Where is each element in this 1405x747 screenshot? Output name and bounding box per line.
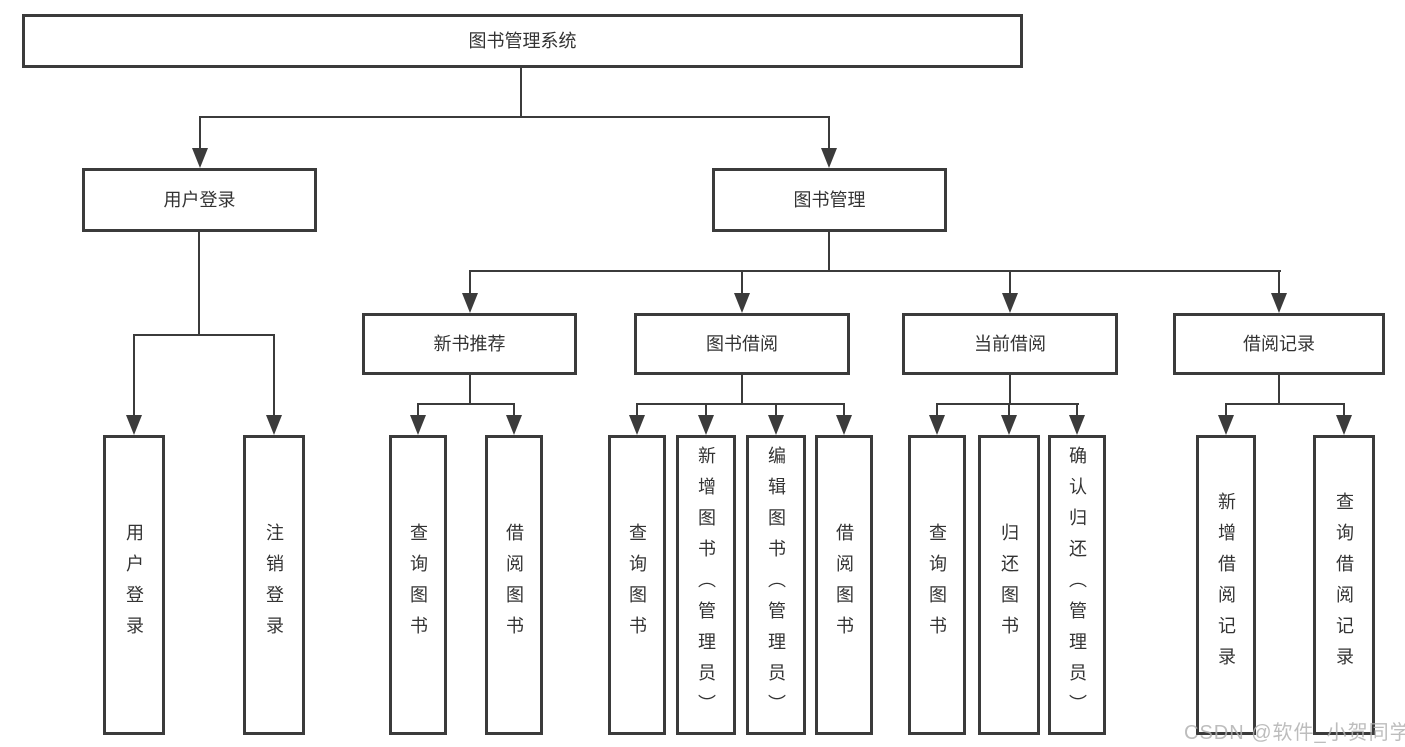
connector-line: [636, 403, 845, 405]
connector-line: [1009, 270, 1011, 296]
leaf-edit-books-admin: 编辑图书（管理员）: [746, 435, 806, 735]
connector-line: [273, 334, 275, 417]
leaf-add-borrow-record: 新增借阅记录: [1196, 435, 1256, 735]
leaf-label: 查询借阅记录: [1334, 492, 1354, 678]
connector-line: [1343, 403, 1345, 417]
arrowhead-down-icon: [266, 415, 282, 435]
leaf-query-books-borrowing: 查询图书: [608, 435, 666, 735]
connector-line: [741, 270, 743, 296]
connector-line: [936, 403, 1079, 405]
arrowhead-down-icon: [1271, 293, 1287, 313]
arrowhead-down-icon: [126, 415, 142, 435]
arrowhead-down-icon: [768, 415, 784, 435]
node-user-login-branch: 用户登录: [82, 168, 317, 232]
leaf-label: 新增图书（管理员）: [696, 445, 716, 725]
leaf-label: 编辑图书（管理员）: [766, 445, 786, 725]
connector-line: [636, 403, 638, 417]
connector-line: [199, 116, 830, 118]
leaf-label: 确认归还（管理员）: [1067, 445, 1087, 725]
leaf-label: 查询图书: [408, 523, 428, 647]
arrowhead-down-icon: [1336, 415, 1352, 435]
arrowhead-down-icon: [462, 293, 478, 313]
connector-line: [1225, 403, 1345, 405]
leaf-borrow-books-recommend: 借阅图书: [485, 435, 543, 735]
connector-line: [741, 375, 743, 405]
connector-line: [417, 403, 515, 405]
arrowhead-down-icon: [192, 148, 208, 168]
node-label: 图书管理系统: [468, 31, 577, 51]
connector-line: [469, 270, 1281, 272]
connector-line: [198, 232, 200, 336]
node-book-management-branch: 图书管理: [712, 168, 947, 232]
node-new-book-recommend: 新书推荐: [362, 313, 577, 375]
leaf-query-borrow-record: 查询借阅记录: [1313, 435, 1375, 735]
arrowhead-down-icon: [410, 415, 426, 435]
connector-line: [775, 403, 777, 417]
arrowhead-down-icon: [821, 148, 837, 168]
leaf-query-books-recommend: 查询图书: [389, 435, 447, 735]
arrowhead-down-icon: [698, 415, 714, 435]
leaf-label: 查询图书: [927, 523, 947, 647]
leaf-borrow-books-borrowing: 借阅图书: [815, 435, 873, 735]
arrowhead-down-icon: [1218, 415, 1234, 435]
node-book-borrowing: 图书借阅: [634, 313, 850, 375]
leaf-add-books-admin: 新增图书（管理员）: [676, 435, 736, 735]
connector-line: [469, 375, 471, 405]
leaf-confirm-return-admin: 确认归还（管理员）: [1048, 435, 1106, 735]
connector-line: [199, 116, 201, 152]
arrowhead-down-icon: [734, 293, 750, 313]
connector-line: [513, 403, 515, 417]
leaf-return-books: 归还图书: [978, 435, 1040, 735]
connector-line: [1225, 403, 1227, 417]
leaf-logout: 注销登录: [243, 435, 305, 735]
node-label: 图书管理: [793, 190, 866, 210]
node-label: 图书借阅: [706, 334, 778, 354]
arrowhead-down-icon: [929, 415, 945, 435]
connector-line: [1008, 403, 1010, 417]
node-label: 新书推荐: [433, 334, 506, 354]
leaf-query-books-current: 查询图书: [908, 435, 966, 735]
leaf-label: 用户登录: [124, 523, 144, 647]
arrowhead-down-icon: [629, 415, 645, 435]
connector-line: [417, 403, 419, 417]
leaf-label: 查询图书: [627, 523, 647, 647]
connector-line: [705, 403, 707, 417]
connector-line: [843, 403, 845, 417]
leaf-label: 归还图书: [999, 523, 1019, 647]
connector-line: [520, 68, 522, 118]
csdn-watermark: CSDN @软件_小贺同学: [1184, 722, 1405, 744]
connector-line: [469, 270, 471, 296]
connector-line: [1009, 375, 1011, 405]
arrowhead-down-icon: [1069, 415, 1085, 435]
connector-line: [133, 334, 135, 417]
connector-line: [1076, 403, 1078, 417]
node-label: 用户登录: [163, 190, 236, 210]
connector-line: [1278, 375, 1280, 405]
node-label: 当前借阅: [974, 334, 1046, 354]
arrowhead-down-icon: [836, 415, 852, 435]
leaf-label: 借阅图书: [504, 523, 524, 647]
connector-line: [133, 334, 275, 336]
arrowhead-down-icon: [506, 415, 522, 435]
node-library-management-system: 图书管理系统: [22, 14, 1023, 68]
connector-line: [828, 232, 830, 272]
leaf-label: 注销登录: [264, 523, 284, 647]
leaf-label: 新增借阅记录: [1216, 492, 1236, 678]
leaf-user-login: 用户登录: [103, 435, 165, 735]
arrowhead-down-icon: [1002, 293, 1018, 313]
connector-line: [828, 116, 830, 152]
arrowhead-down-icon: [1001, 415, 1017, 435]
node-current-borrowing: 当前借阅: [902, 313, 1118, 375]
leaf-label: 借阅图书: [834, 523, 854, 647]
node-borrowing-records: 借阅记录: [1173, 313, 1385, 375]
node-label: 借阅记录: [1243, 334, 1315, 354]
connector-line: [1278, 270, 1280, 296]
connector-line: [936, 403, 938, 417]
